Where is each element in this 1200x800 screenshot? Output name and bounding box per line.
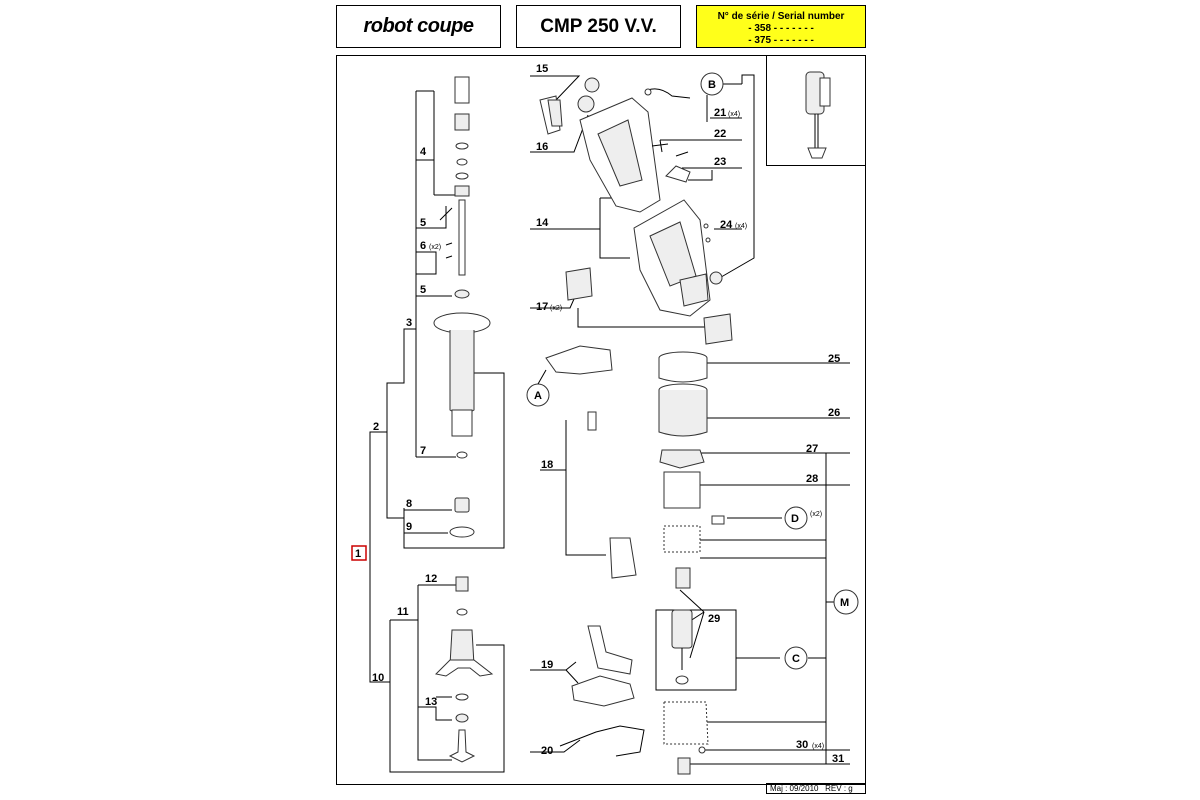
callout-circle-c	[784, 646, 808, 670]
label-1: 1	[355, 548, 361, 560]
product-thumbnail	[766, 55, 866, 166]
right-assembly-leader-lines	[530, 74, 850, 765]
label-6: 6	[420, 240, 426, 252]
callout-circle-d	[784, 506, 808, 530]
model-title: CMP 250 V.V.	[516, 5, 681, 48]
highlight-box-1	[351, 545, 367, 561]
qty-6: (x2)	[429, 244, 441, 251]
label-2: 2	[373, 421, 379, 433]
label-19: 19	[541, 659, 553, 671]
diagram-frame	[336, 55, 866, 785]
label-25: 25	[828, 353, 840, 365]
label-24: 24	[720, 219, 733, 231]
label-3: 3	[406, 317, 412, 329]
label-22: 22	[714, 128, 726, 140]
label-16: 16	[536, 141, 548, 153]
qty-30: (x4)	[812, 743, 824, 750]
label-12: 12	[425, 573, 437, 585]
logo-text: robot coupe	[363, 15, 474, 37]
label-31: 31	[832, 753, 844, 765]
label-30: 30	[796, 739, 808, 751]
label-5a: 5	[420, 217, 426, 229]
serial-number-box: N° de série / Serial number - 358 - - - …	[696, 5, 866, 48]
footer-maj: Maj : 09/2010	[770, 784, 819, 793]
label-18: 18	[541, 459, 553, 471]
serial-title: N° de série / Serial number	[717, 11, 845, 22]
circle-callouts: A B D (x2) C M	[526, 72, 859, 670]
label-29: 29	[708, 613, 720, 625]
label-23: 23	[714, 156, 726, 168]
label-5b: 5	[420, 284, 426, 296]
qty-24: (x4)	[735, 223, 747, 230]
left-assembly-leader-lines	[369, 90, 505, 773]
label-9: 9	[406, 521, 412, 533]
callout-d: D	[791, 513, 799, 525]
label-27: 27	[806, 443, 818, 455]
label-13: 13	[425, 696, 437, 708]
qty-21: (x4)	[728, 111, 740, 118]
part-number-labels: 1 2 3 4 5 6 (x2) 5 7 8 9 10 11 12 13 14 …	[351, 63, 844, 765]
label-21: 21	[714, 107, 726, 119]
label-15: 15	[536, 63, 548, 75]
callout-a: A	[534, 390, 542, 402]
label-17: 17	[536, 301, 548, 313]
callout-m: M	[840, 597, 849, 609]
callout-circle-b	[700, 72, 724, 96]
label-8: 8	[406, 498, 412, 510]
label-4: 4	[420, 146, 427, 158]
label-14: 14	[536, 217, 549, 229]
label-7: 7	[420, 445, 426, 457]
qty-d: (x2)	[810, 511, 822, 518]
label-10: 10	[372, 672, 384, 684]
callout-c: C	[792, 653, 800, 665]
footer-revision: Maj : 09/2010 REV : g	[766, 783, 866, 794]
robot-coupe-logo: robot coupe	[336, 5, 501, 48]
label-26: 26	[828, 407, 840, 419]
serial-line-2: - 375 - - - - - - -	[748, 35, 814, 46]
thumbnail-blender-drawing	[805, 71, 831, 159]
callout-circle-m	[833, 589, 859, 615]
left-shaft-parts	[433, 76, 494, 763]
right-motor-housing-parts	[539, 77, 733, 775]
footer-rev: REV : g	[825, 784, 853, 793]
callout-b: B	[708, 79, 716, 91]
qty-17: (x2)	[550, 305, 562, 312]
serial-line-1: - 358 - - - - - - -	[748, 23, 814, 34]
label-11: 11	[397, 606, 409, 618]
label-28: 28	[806, 473, 818, 485]
label-20: 20	[541, 745, 553, 757]
